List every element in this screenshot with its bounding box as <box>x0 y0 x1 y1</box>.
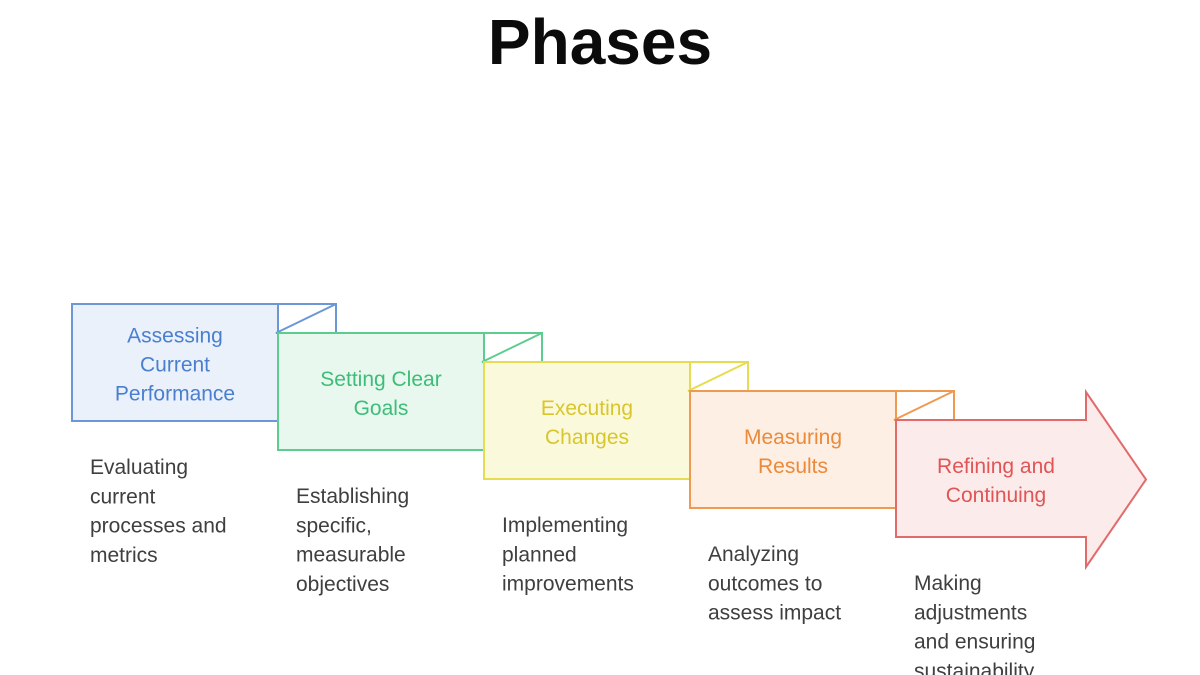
phase-title-line: Performance <box>115 383 235 406</box>
phase-description-line: planned <box>502 543 577 566</box>
phase-title-line: Changes <box>545 426 629 449</box>
phase-panel <box>689 390 897 509</box>
phase-title-line: Refining and <box>937 455 1055 478</box>
phase-fold <box>687 361 749 392</box>
page-title: Phases <box>487 6 713 78</box>
phase-description: Making adjustments and ensuring sustainabil… <box>914 572 1035 675</box>
phase-description: Evaluating current processes and metrics <box>90 456 227 567</box>
phase-title-line: Setting Clear <box>320 368 441 391</box>
phase-description-line: metrics <box>90 544 158 567</box>
phase-title-line: Executing <box>541 397 633 420</box>
phase-description: Implementing planned improvements <box>502 514 634 596</box>
phase-description-line: outcomes to <box>708 572 822 595</box>
phase-panel <box>71 303 279 422</box>
phase-description-line: Evaluating <box>90 456 188 479</box>
phase-description: Analyzing outcomes to assess impact <box>708 543 841 625</box>
phase-description-line: Implementing <box>502 514 628 537</box>
phase-description-line: sustainability <box>914 660 1035 675</box>
phase-title-line: Goals <box>354 397 409 420</box>
phase-description-line: objectives <box>296 573 389 596</box>
phase-description-line: Making <box>914 572 982 595</box>
phase-description-line: assess impact <box>708 602 841 625</box>
phase-fold <box>275 303 337 334</box>
phase-description-line: measurable <box>296 544 406 567</box>
phase-description-line: specific, <box>296 514 372 537</box>
phase-panel <box>277 332 485 451</box>
phase-description-line: adjustments <box>914 601 1027 624</box>
phase-description-line: and ensuring <box>914 631 1035 654</box>
phase-panel <box>483 361 691 480</box>
phase-title-line: Continuing <box>946 484 1046 507</box>
phase-title-line: Assessing <box>127 325 223 348</box>
phase-title-line: Measuring <box>744 426 842 449</box>
phase-description-line: processes and <box>90 515 227 538</box>
phase-description-line: Analyzing <box>708 543 799 566</box>
phase-arrow <box>895 388 1148 571</box>
phase-description-line: improvements <box>502 573 634 596</box>
phase-fold <box>893 390 955 421</box>
phase-title-line: Results <box>758 455 828 478</box>
phase-fold <box>481 332 543 363</box>
phase-description: Establishing specific, measurable objective… <box>296 485 409 596</box>
phase-description-line: Establishing <box>296 485 409 508</box>
phase-title-line: Current <box>140 354 210 377</box>
phase-description-line: current <box>90 485 156 508</box>
